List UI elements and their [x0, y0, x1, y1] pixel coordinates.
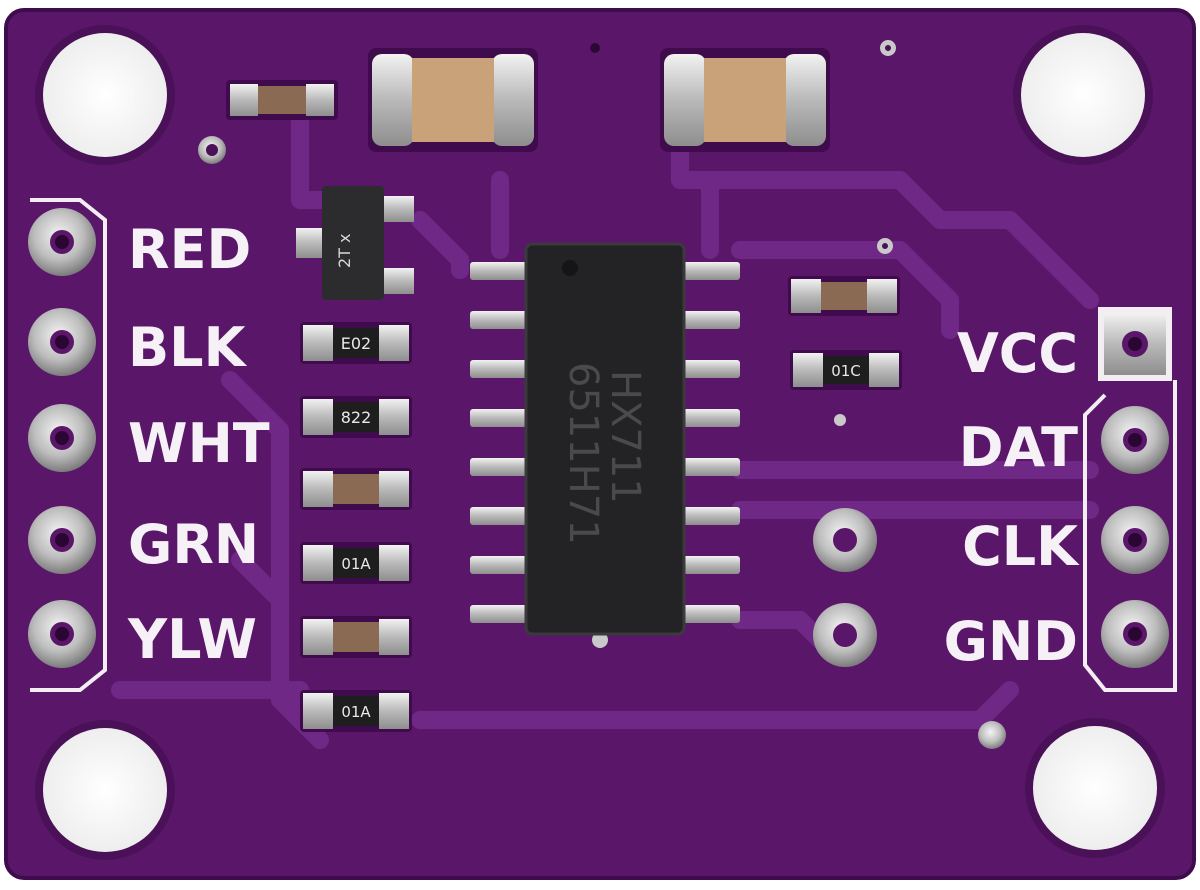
right-labels: VCC DAT CLK GND: [944, 322, 1080, 673]
smd-d2-mark: 01A: [341, 703, 371, 721]
label-clk: CLK: [962, 515, 1080, 578]
pin-wht[interactable]: [28, 404, 96, 472]
smd-r1: E02: [300, 322, 412, 364]
vias: [198, 40, 1006, 749]
label-dat: DAT: [959, 416, 1078, 479]
smd-d3: 01C: [790, 350, 902, 390]
left-labels: RED BLK WHT GRN YLW: [127, 218, 270, 671]
mounting-hole-top-left: [35, 25, 175, 165]
smd-c3: [788, 276, 900, 316]
left-header-outline: [30, 198, 107, 692]
smd-c1: [300, 468, 412, 510]
chip-pin1-dot: [562, 260, 578, 276]
capacitor-large-2: [660, 48, 830, 152]
right-header-outline: [1083, 380, 1177, 692]
mounting-hole-bottom-left: [35, 720, 175, 860]
label-ylw: YLW: [127, 608, 257, 671]
smd-d2: 01A: [300, 690, 412, 732]
pin-dat[interactable]: [1101, 406, 1169, 474]
capacitor-large-1: [368, 48, 538, 152]
smd-d1: 01A: [300, 542, 412, 584]
chip-marking-line1: HX711: [602, 370, 648, 504]
smd-r1-mark: E02: [341, 334, 371, 353]
mounting-hole-bottom-right: [1025, 718, 1165, 858]
smd-d3-mark: 01C: [831, 362, 861, 380]
chip-legs: [470, 262, 740, 623]
label-gnd: GND: [944, 610, 1078, 673]
chip-marking-line2: 6511H71: [560, 362, 606, 545]
smd-c2: [300, 616, 412, 658]
smd-d1-mark: 01A: [341, 555, 371, 573]
pin-red[interactable]: [28, 208, 96, 276]
mounting-hole-top-right: [1013, 25, 1153, 165]
test-pads: [813, 508, 877, 667]
pin-blk[interactable]: [28, 308, 96, 376]
right-header-pins: [1098, 307, 1172, 668]
smd-r2-mark: 822: [341, 408, 372, 427]
label-red: RED: [128, 218, 251, 281]
hx711-chip: HX711 6511H71: [524, 242, 686, 636]
capacitor-small-top: [226, 80, 338, 120]
pin-gnd[interactable]: [1101, 600, 1169, 668]
label-blk: BLK: [128, 316, 248, 379]
pin-grn[interactable]: [28, 506, 96, 574]
pin-vcc[interactable]: [1098, 307, 1172, 381]
sot23-marking: 2T x: [335, 233, 354, 268]
pin-ylw[interactable]: [28, 600, 96, 668]
label-vcc: VCC: [957, 322, 1078, 385]
sot23-transistor: 2T x: [296, 186, 414, 300]
label-wht: WHT: [128, 412, 270, 475]
label-grn: GRN: [128, 513, 259, 576]
pin-clk[interactable]: [1101, 506, 1169, 574]
smd-r2: 822: [300, 396, 412, 438]
left-header-pins: [28, 208, 96, 668]
